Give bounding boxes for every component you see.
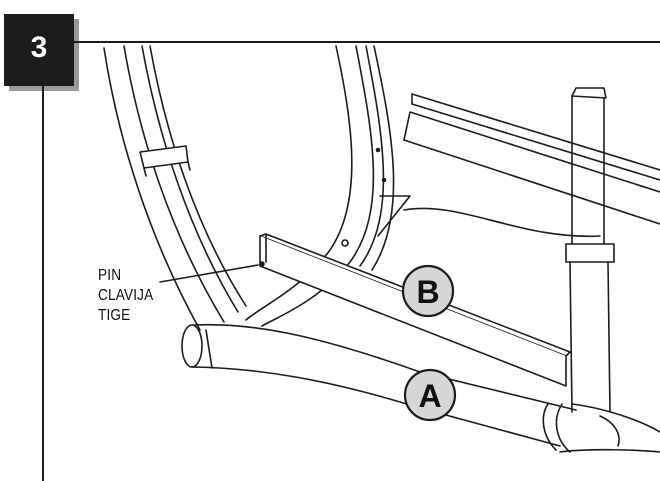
side-rule [42,86,44,481]
header-rule [74,41,660,43]
tube-a [181,323,660,453]
rear-rail [403,93,660,238]
callout-bubble-a [403,368,457,422]
pin-leader-line [159,264,259,283]
callout-bubble-b [401,264,455,318]
step-badge: 3 [4,14,74,86]
frame-leg-left [103,45,247,331]
part-a-letter: A [418,378,441,414]
step-number: 3 [30,31,48,64]
pin-label-fr: TIGE [98,307,131,324]
frame-inner-curve [245,45,411,327]
pin-label-en: PIN [98,267,122,284]
part-b-letter: B [416,274,439,310]
pin-label-es: CLAVIJA [98,287,154,304]
pin-label: PIN CLAVIJA TIGE [98,266,163,326]
upright-post [565,87,615,413]
